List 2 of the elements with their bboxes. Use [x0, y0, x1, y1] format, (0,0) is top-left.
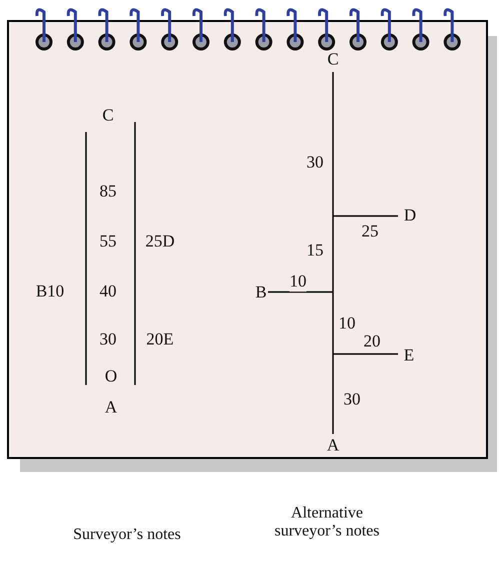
figure-caption: Surveyor’s notes	[73, 526, 181, 544]
distance-number: 10	[290, 272, 306, 292]
